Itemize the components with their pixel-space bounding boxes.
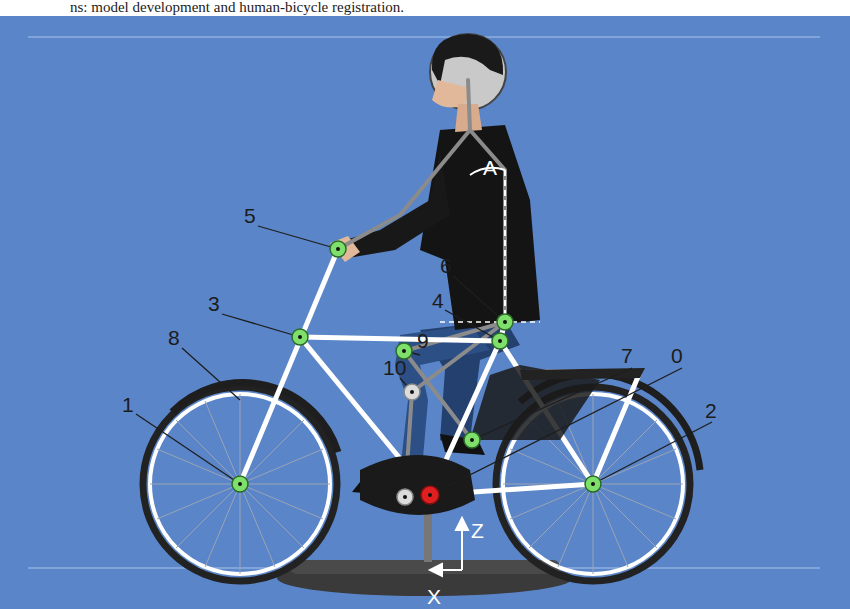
axis-arrow xyxy=(461,528,463,570)
joint-center xyxy=(298,335,302,339)
joint-marker xyxy=(232,241,601,505)
rider xyxy=(432,34,503,85)
background xyxy=(0,16,850,609)
axis-label: X xyxy=(427,586,441,607)
callout-number: 8 xyxy=(168,327,180,348)
axis-label: Z xyxy=(471,520,484,541)
leader-line xyxy=(445,310,500,341)
joint-center xyxy=(336,247,340,251)
leader-line xyxy=(258,226,338,249)
wheel xyxy=(150,394,330,574)
callout-number: 1 xyxy=(122,394,134,415)
leader-line xyxy=(136,414,240,484)
joint-center xyxy=(238,247,595,499)
leader-line xyxy=(472,368,632,440)
caption-fragment: ns: model development and human-bicycle … xyxy=(70,0,404,15)
rack xyxy=(520,368,645,380)
joint-marker xyxy=(421,486,439,504)
skeleton-line xyxy=(468,80,505,322)
rider xyxy=(345,150,450,258)
axis-arrow xyxy=(430,564,442,576)
joint-center xyxy=(402,349,406,353)
callout-number: 5 xyxy=(244,205,256,226)
guide-line xyxy=(28,36,820,38)
joint-marker xyxy=(292,329,308,345)
joint-marker xyxy=(464,432,480,448)
axis-arrow xyxy=(430,518,468,576)
bicycle-frame xyxy=(300,337,500,341)
callout-number: 6 xyxy=(440,255,452,276)
rider xyxy=(432,80,470,108)
joint-marker xyxy=(232,476,248,492)
joint-marker xyxy=(492,333,508,349)
joint-center xyxy=(503,320,507,324)
leader-line xyxy=(182,348,240,400)
joint-marker xyxy=(397,489,413,505)
wheel xyxy=(150,394,330,574)
joint-center xyxy=(410,390,414,394)
callout-number: 0 xyxy=(671,345,683,366)
leader-line xyxy=(430,368,682,495)
joint-center xyxy=(238,482,242,486)
wheel xyxy=(143,387,337,581)
joint-marker xyxy=(330,241,346,257)
joint-center xyxy=(498,339,502,343)
leader-line xyxy=(593,422,712,484)
joint-marker xyxy=(404,384,420,400)
callout-number: 3 xyxy=(208,293,220,314)
leader-line xyxy=(222,314,300,337)
joint-center xyxy=(470,438,474,442)
joint-center xyxy=(428,493,432,497)
axis-arrow xyxy=(456,518,468,530)
callout-number: 2 xyxy=(705,400,717,421)
joint-marker xyxy=(585,476,601,492)
callout-number: 9 xyxy=(417,330,429,351)
leader-line xyxy=(453,276,505,322)
trainer-stand xyxy=(290,560,560,574)
joint-marker xyxy=(497,314,513,330)
joint-center xyxy=(403,495,407,499)
callout-number: 7 xyxy=(621,345,633,366)
callout-number: 10 xyxy=(383,357,406,378)
axis-arrow xyxy=(440,569,462,571)
trainer-stand xyxy=(277,560,573,596)
angle-label: A xyxy=(483,157,497,178)
chain-guard xyxy=(360,455,475,515)
hip-line xyxy=(440,321,540,323)
skeleton-line xyxy=(338,130,470,249)
joint-center xyxy=(591,482,595,486)
callout-number: 4 xyxy=(432,290,444,311)
leader-line xyxy=(136,226,712,495)
rider xyxy=(420,125,540,330)
vertical-reference xyxy=(504,170,506,322)
